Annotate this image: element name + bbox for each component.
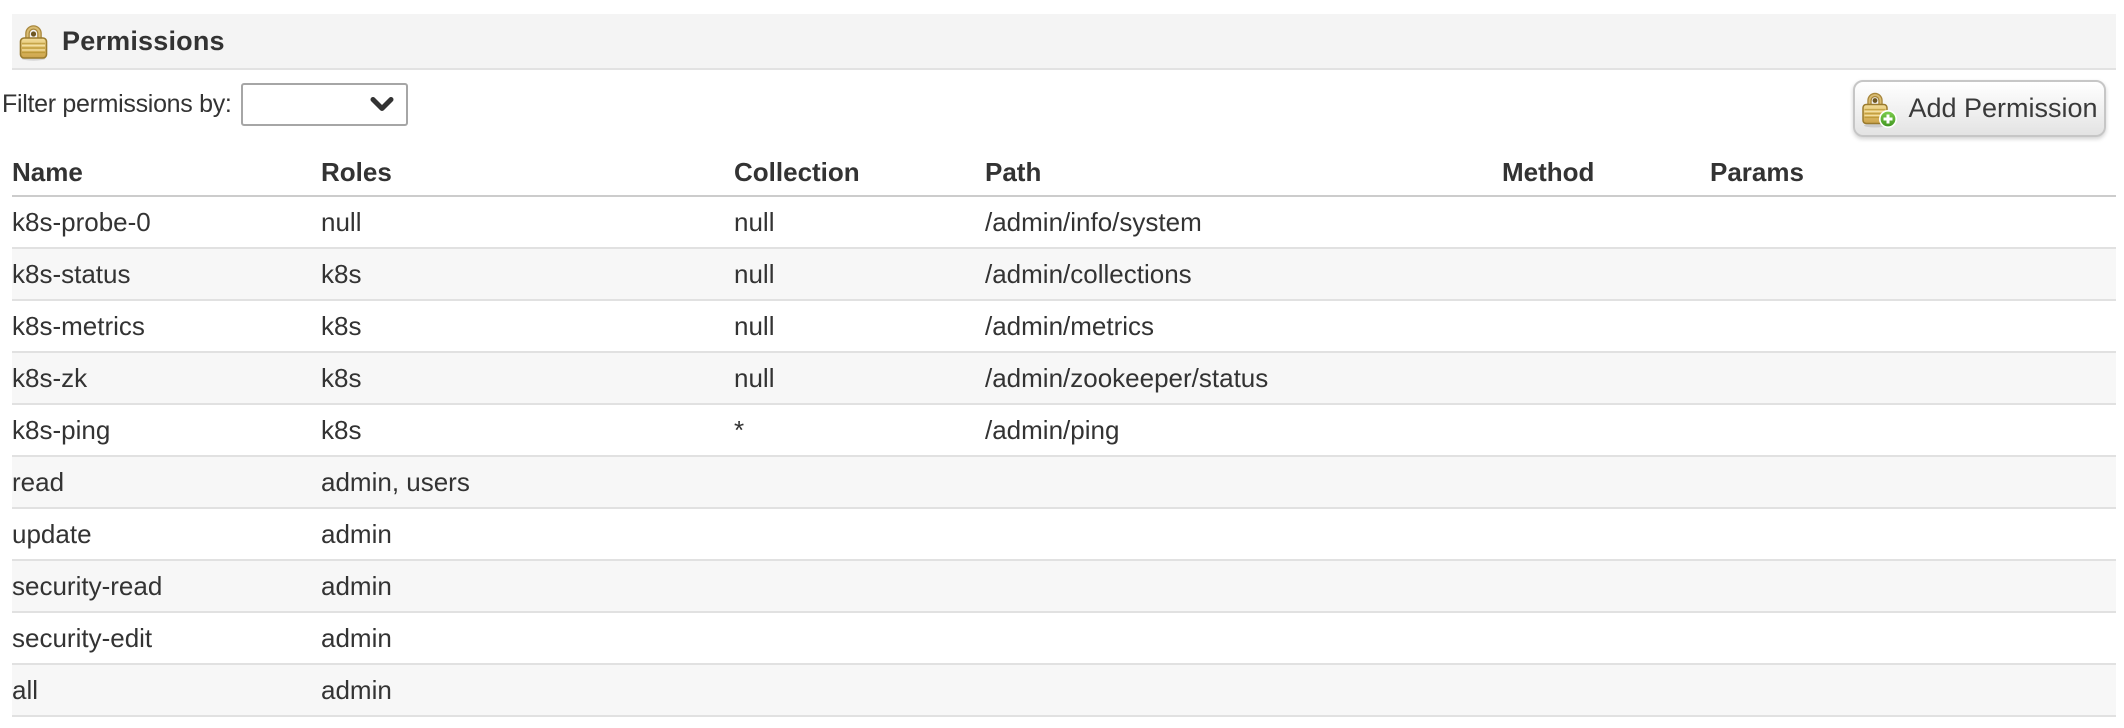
cell-method [1502, 508, 1710, 561]
cell-path: /admin/zookeeper/status [985, 352, 1502, 405]
cell-collection: null [734, 300, 985, 353]
cell-params [1710, 456, 2116, 509]
cell-path [985, 612, 1502, 665]
column-header-params: Params [1710, 150, 2116, 197]
cell-method [1502, 456, 1710, 509]
cell-name: security-edit [12, 612, 321, 665]
cell-params [1710, 248, 2116, 301]
cell-collection: null [734, 248, 985, 301]
filter-permissions-select[interactable] [240, 82, 408, 126]
cell-params [1710, 664, 2116, 717]
column-header-method: Method [1502, 150, 1710, 197]
chevron-down-icon [370, 97, 394, 112]
cell-method [1502, 352, 1710, 405]
cell-path: /admin/ping [985, 404, 1502, 457]
column-header-name: Name [12, 150, 321, 197]
cell-path [985, 456, 1502, 509]
lock-plus-icon [1861, 89, 1898, 129]
cell-name: k8s-ping [12, 404, 321, 457]
lock-icon [18, 21, 49, 61]
filter-permissions-label: Filter permissions by: [2, 89, 232, 118]
cell-params [1710, 352, 2116, 405]
filter-row: Filter permissions by: [2, 82, 408, 126]
cell-method [1502, 612, 1710, 665]
cell-name: read [12, 456, 321, 509]
table-header-row: Name Roles Collection Path Method Params [12, 150, 2116, 197]
cell-params [1710, 508, 2116, 561]
cell-roles: admin [321, 508, 734, 561]
cell-params [1710, 196, 2116, 249]
add-permission-label: Add Permission [1908, 93, 2098, 123]
cell-method [1502, 196, 1710, 249]
cell-collection: null [734, 352, 985, 405]
cell-collection [734, 508, 985, 561]
cell-name: k8s-zk [12, 352, 321, 405]
cell-params [1710, 404, 2116, 457]
cell-roles: admin [321, 612, 734, 665]
cell-name: all [12, 664, 321, 717]
cell-name: k8s-status [12, 248, 321, 301]
cell-method [1502, 664, 1710, 717]
page-title: Permissions [62, 25, 225, 56]
cell-roles: k8s [321, 300, 734, 353]
cell-method [1502, 300, 1710, 353]
cell-collection: null [734, 196, 985, 249]
cell-method [1502, 560, 1710, 613]
cell-path: /admin/collections [985, 248, 1502, 301]
cell-params [1710, 560, 2116, 613]
cell-roles: k8s [321, 404, 734, 457]
cell-roles: admin [321, 664, 734, 717]
cell-collection [734, 560, 985, 613]
cell-roles: admin [321, 560, 734, 613]
cell-name: security-read [12, 560, 321, 613]
cell-roles: null [321, 196, 734, 249]
cell-name: k8s-probe-0 [12, 196, 321, 249]
cell-name: k8s-metrics [12, 300, 321, 353]
cell-params [1710, 300, 2116, 353]
cell-collection: * [734, 404, 985, 457]
cell-collection [734, 456, 985, 509]
permissions-header: Permissions [12, 14, 2116, 70]
cell-roles: k8s [321, 352, 734, 405]
cell-collection [734, 612, 985, 665]
cell-method [1502, 248, 1710, 301]
permissions-table: Name Roles Collection Path Method Params… [12, 150, 2116, 717]
cell-path [985, 508, 1502, 561]
cell-collection [734, 664, 985, 717]
column-header-collection: Collection [734, 150, 985, 197]
cell-path: /admin/info/system [985, 196, 1502, 249]
column-header-roles: Roles [321, 150, 734, 197]
cell-path: /admin/metrics [985, 300, 1502, 353]
cell-roles: k8s [321, 248, 734, 301]
cell-path [985, 664, 1502, 717]
add-permission-button[interactable]: Add Permission [1853, 80, 2106, 137]
cell-path [985, 560, 1502, 613]
cell-name: update [12, 508, 321, 561]
cell-roles: admin, users [321, 456, 734, 509]
column-header-path: Path [985, 150, 1502, 197]
cell-method [1502, 404, 1710, 457]
cell-params [1710, 612, 2116, 665]
